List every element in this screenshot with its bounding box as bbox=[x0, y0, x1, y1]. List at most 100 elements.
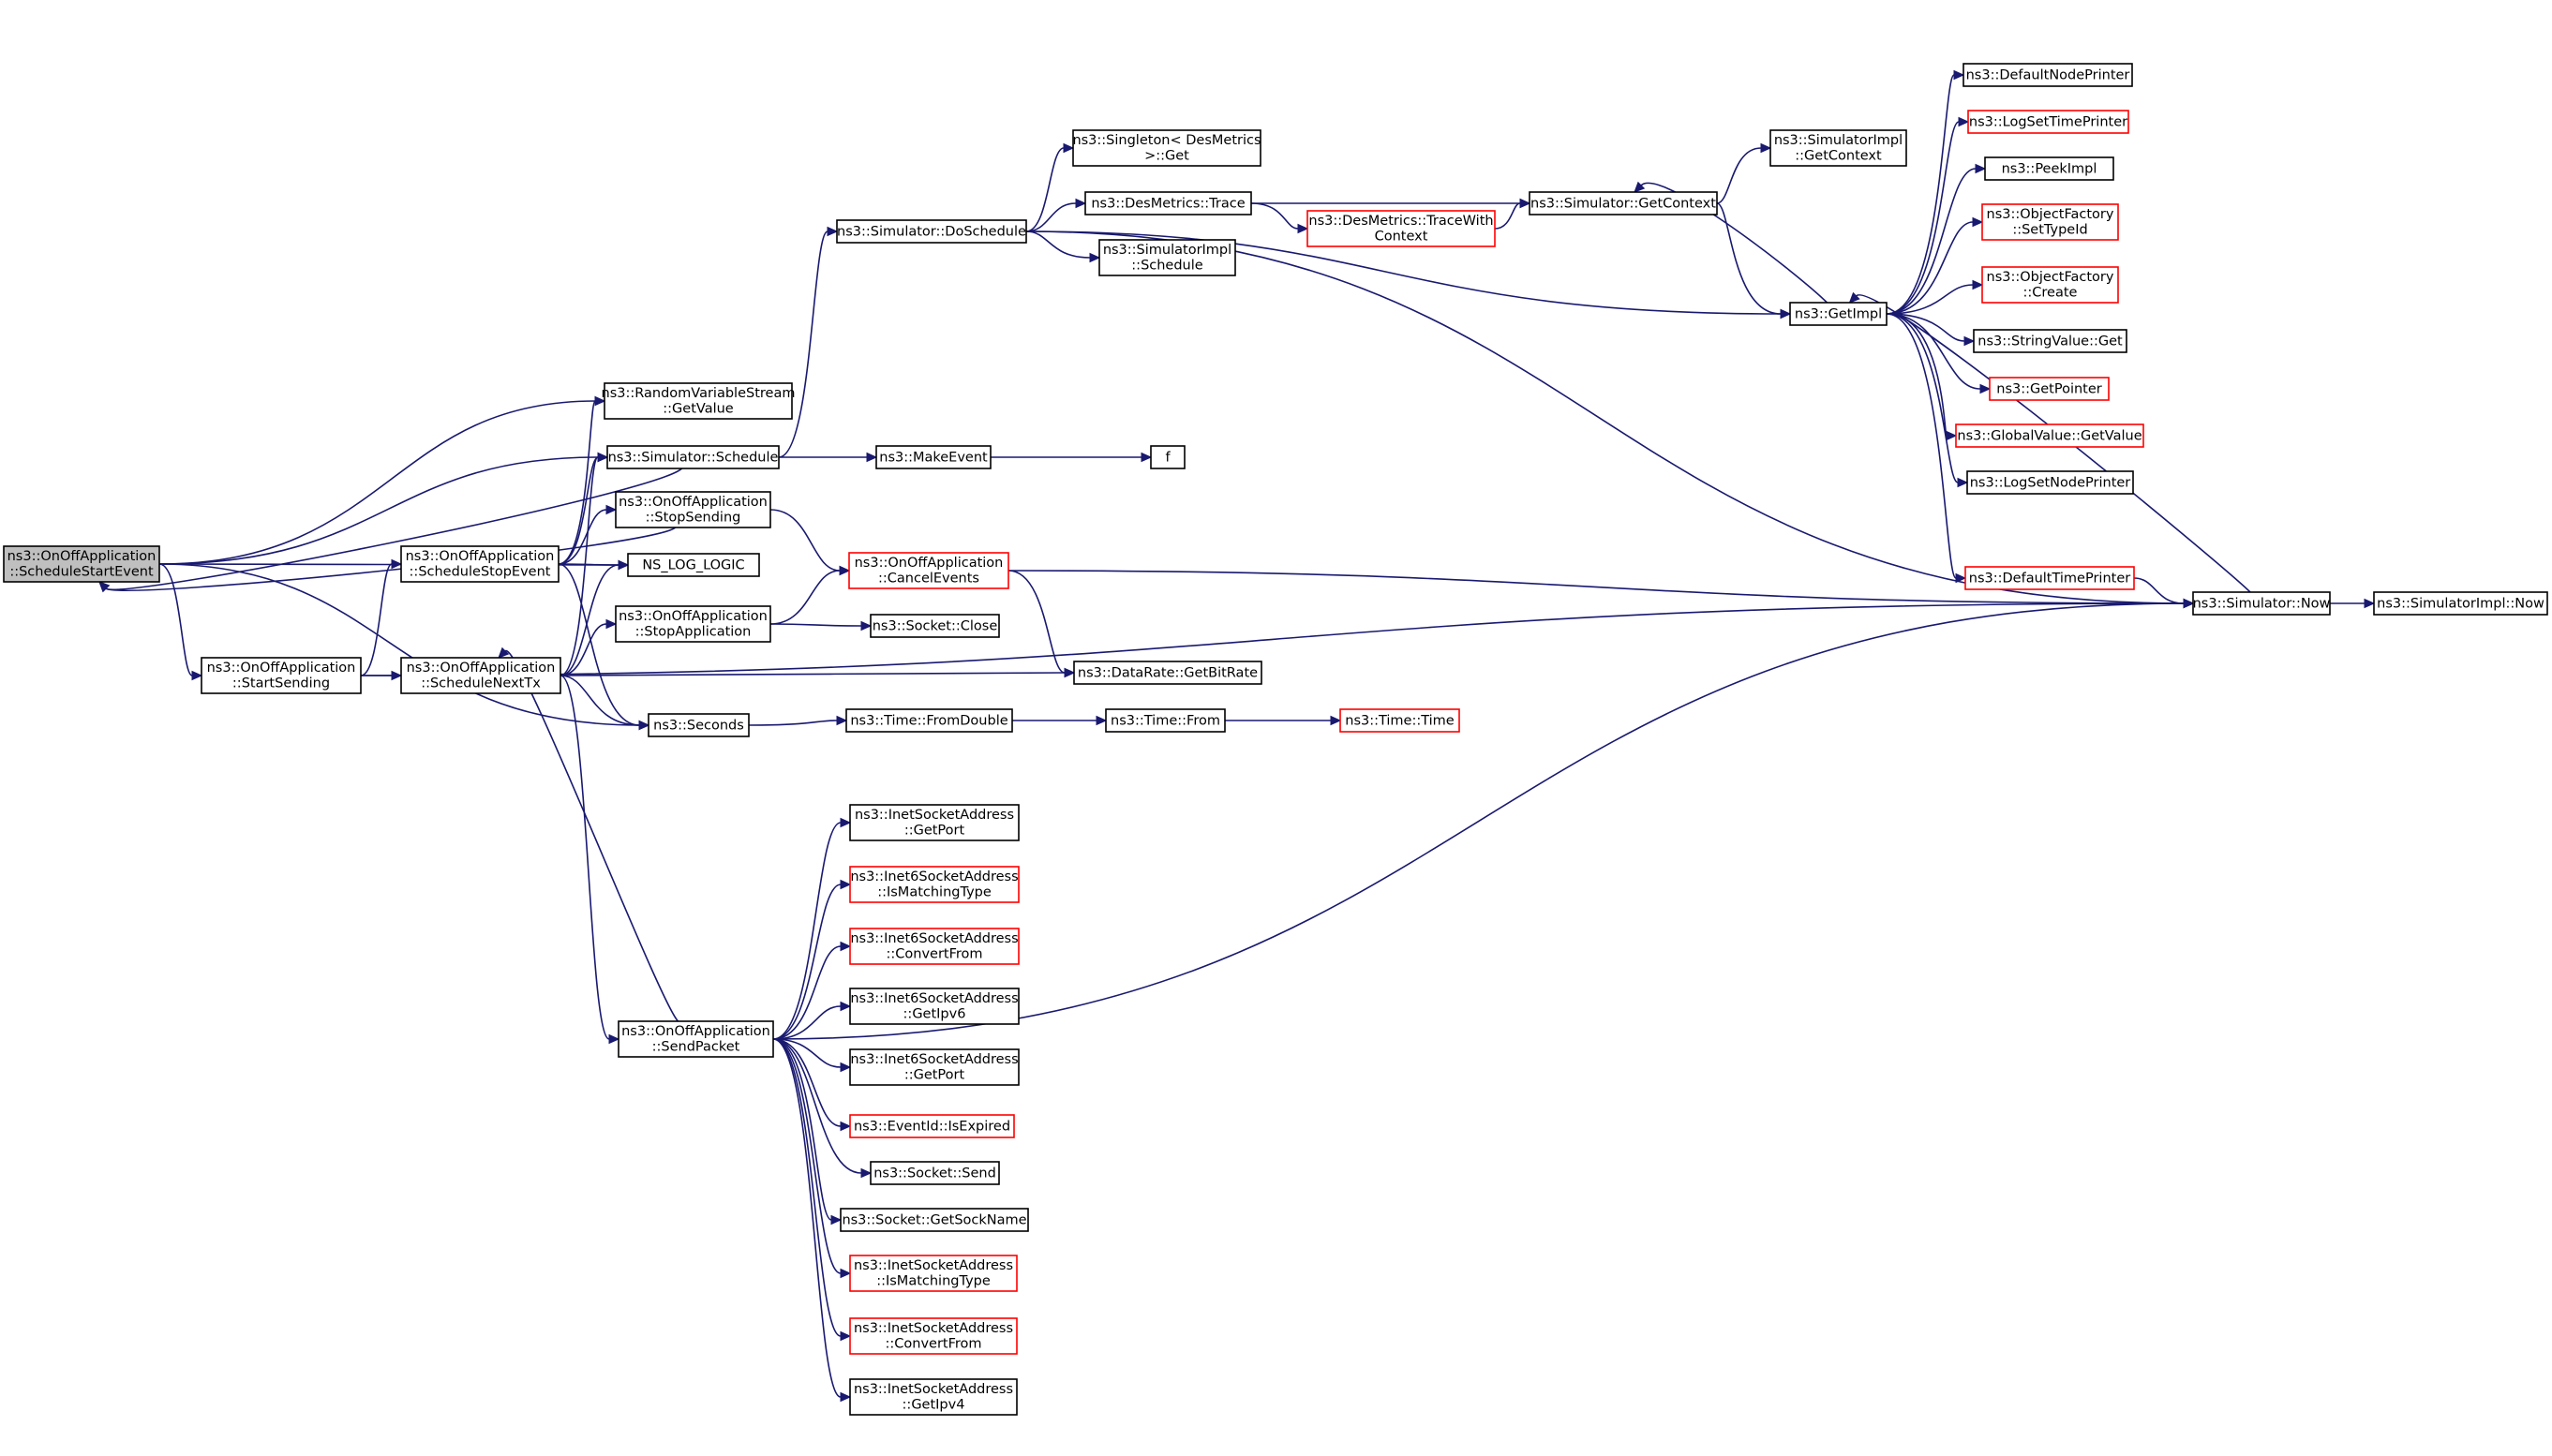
node-get-value-rvs[interactable]: ns3::RandomVariableStream::GetValue bbox=[602, 382, 796, 420]
node-time-from[interactable]: ns3::Time::From bbox=[1105, 708, 1226, 733]
node-cancel-events[interactable]: ns3::OnOffApplication::CancelEvents bbox=[848, 552, 1009, 589]
edge-send-packet-to-inet-get-port bbox=[772, 817, 852, 1040]
node-inet-get-ipv4[interactable]: ns3::InetSocketAddress::GetIpv4 bbox=[849, 1378, 1018, 1416]
node-socket-close[interactable]: ns3::Socket::Close bbox=[870, 614, 1000, 638]
node-label: ns3::LogSetTimePrinter bbox=[1969, 114, 2127, 129]
edge-des-trace-to-trace-with-context bbox=[1250, 202, 1309, 234]
node-make-event[interactable]: ns3::MakeEvent bbox=[875, 445, 992, 469]
node-from-double[interactable]: ns3::Time::FromDouble bbox=[845, 708, 1013, 733]
node-inet-is-matching-type[interactable]: ns3::InetSocketAddress::IsMatchingType bbox=[849, 1255, 1018, 1292]
node-label: ns3::Singleton< DesMetrics bbox=[1072, 133, 1261, 148]
node-start-sending[interactable]: ns3::OnOffApplication::StartSending bbox=[201, 657, 362, 694]
node-get-impl[interactable]: ns3::GetImpl bbox=[1789, 302, 1888, 326]
node-inet6-get-ipv6[interactable]: ns3::Inet6SocketAddress::GetIpv6 bbox=[849, 988, 1020, 1025]
node-f[interactable]: f bbox=[1150, 445, 1186, 469]
node-label: f bbox=[1165, 450, 1171, 465]
node-label: ::StopApplication bbox=[635, 625, 752, 640]
edge-schedule-next-tx-to-send-packet bbox=[560, 675, 620, 1045]
node-label: ns3::GlobalValue::GetValue bbox=[1957, 428, 2142, 443]
edge-schedule-next-tx-to-stop-application bbox=[560, 618, 618, 676]
edge-sim-schedule-to-do-schedule bbox=[778, 226, 839, 458]
node-seconds[interactable]: ns3::Seconds bbox=[648, 713, 750, 737]
node-sim-impl-now[interactable]: ns3::SimulatorImpl::Now bbox=[2373, 591, 2548, 616]
node-sim-impl-get-context[interactable]: ns3::SimulatorImpl::GetContext bbox=[1769, 129, 1907, 167]
node-stop-sending[interactable]: ns3::OnOffApplication::StopSending bbox=[615, 491, 771, 528]
node-schedule-next-tx[interactable]: ns3::OnOffApplication::ScheduleNextTx bbox=[400, 657, 561, 694]
node-do-schedule[interactable]: ns3::Simulator::DoSchedule bbox=[836, 219, 1027, 244]
node-peek-impl[interactable]: ns3::PeekImpl bbox=[1984, 156, 2114, 181]
node-inet-get-port[interactable]: ns3::InetSocketAddress::GetPort bbox=[849, 804, 1020, 841]
edge-seconds-to-from-double bbox=[748, 715, 848, 726]
node-label: ns3::InetSocketAddress bbox=[855, 808, 1014, 823]
node-get-bit-rate[interactable]: ns3::DataRate::GetBitRate bbox=[1073, 661, 1262, 685]
node-label: ns3::Socket::Send bbox=[873, 1166, 996, 1181]
node-label: ns3::PeekImpl bbox=[2002, 161, 2097, 176]
edge-stop-application-to-socket-close bbox=[769, 620, 873, 631]
edge-make-event-to-f bbox=[991, 452, 1153, 463]
node-label: ns3::Inet6SocketAddress bbox=[850, 991, 1018, 1006]
node-stop-application[interactable]: ns3::OnOffApplication::StopApplication bbox=[615, 605, 771, 643]
edge-get-impl-to-of-create bbox=[1886, 279, 1984, 315]
node-label: ns3::ObjectFactory bbox=[1987, 207, 2114, 222]
node-inet-convert-from[interactable]: ns3::InetSocketAddress::ConvertFrom bbox=[849, 1317, 1018, 1355]
node-of-create[interactable]: ns3::ObjectFactory::Create bbox=[1981, 266, 2119, 304]
node-label: ns3::DefaultNodePrinter bbox=[1966, 67, 2130, 82]
edge-sim-now-to-sim-impl-now bbox=[2330, 598, 2376, 609]
edge-des-trace-to-sim-get-context bbox=[1251, 198, 1531, 209]
node-label: ns3::OnOffApplication bbox=[406, 549, 555, 564]
node-sim-impl-schedule[interactable]: ns3::SimulatorImpl::Schedule bbox=[1098, 239, 1236, 276]
edge-send-packet-to-event-id-is-expired bbox=[772, 1038, 852, 1132]
node-log-set-time-printer[interactable]: ns3::LogSetTimePrinter bbox=[1967, 110, 2129, 134]
node-label: ns3::InetSocketAddress bbox=[854, 1382, 1013, 1397]
edge-send-packet-to-socket-send bbox=[772, 1038, 873, 1179]
node-inet6-convert-from[interactable]: ns3::Inet6SocketAddress::ConvertFrom bbox=[849, 928, 1020, 965]
node-label: ns3::Simulator::GetContext bbox=[1530, 196, 1716, 211]
edge-stop-sending-to-cancel-events bbox=[769, 509, 851, 576]
node-send-packet[interactable]: ns3::OnOffApplication::SendPacket bbox=[618, 1020, 774, 1058]
node-label: ::SendPacket bbox=[652, 1040, 740, 1055]
node-schedule-stop-event[interactable]: ns3::OnOffApplication::ScheduleStopEvent bbox=[400, 545, 560, 583]
edge-from-double-to-time-from bbox=[1011, 715, 1108, 726]
node-sim-schedule[interactable]: ns3::Simulator::Schedule bbox=[606, 445, 780, 469]
node-get-pointer[interactable]: ns3::GetPointer bbox=[1989, 377, 2110, 401]
edge-stop-application-to-cancel-events bbox=[769, 565, 851, 625]
node-label: ::StartSending bbox=[232, 676, 330, 691]
nodes-layer: ns3::OnOffApplication::ScheduleStartEven… bbox=[3, 63, 2548, 1416]
node-root[interactable]: ns3::OnOffApplication::ScheduleStartEven… bbox=[3, 545, 160, 583]
node-event-id-is-expired[interactable]: ns3::EventId::IsExpired bbox=[849, 1114, 1015, 1138]
node-string-value-get[interactable]: ns3::StringValue::Get bbox=[1973, 329, 2127, 353]
node-inet6-get-port[interactable]: ns3::Inet6SocketAddress::GetPort bbox=[849, 1048, 1020, 1086]
node-default-node-printer[interactable]: ns3::DefaultNodePrinter bbox=[1963, 63, 2133, 87]
node-ns-log-logic[interactable]: NS_LOG_LOGIC bbox=[627, 553, 760, 577]
node-log-set-node-printer[interactable]: ns3::LogSetNodePrinter bbox=[1966, 470, 2134, 495]
node-singleton-get[interactable]: ns3::Singleton< DesMetrics>::Get bbox=[1072, 129, 1261, 167]
node-label: ::IsMatchingType bbox=[877, 885, 992, 900]
edge-schedule-next-tx-to-seconds bbox=[560, 675, 650, 731]
node-sim-now[interactable]: ns3::Simulator::Now bbox=[2192, 591, 2331, 616]
node-inet6-is-matching-type[interactable]: ns3::Inet6SocketAddress::IsMatchingType bbox=[849, 866, 1020, 903]
node-label: ::GetPort bbox=[904, 1068, 965, 1083]
node-label: ns3::DesMetrics::Trace bbox=[1091, 196, 1245, 211]
node-time-time[interactable]: ns3::Time::Time bbox=[1339, 708, 1460, 733]
edge-do-schedule-to-singleton-get bbox=[1025, 142, 1075, 232]
node-label: ns3::OnOffApplication bbox=[619, 609, 768, 624]
node-label: ns3::MakeEvent bbox=[879, 450, 988, 465]
node-label: ns3::Socket::Close bbox=[873, 618, 998, 633]
node-sim-get-context[interactable]: ns3::Simulator::GetContext bbox=[1529, 191, 1718, 215]
node-default-time-printer[interactable]: ns3::DefaultTimePrinter bbox=[1964, 566, 2135, 590]
edge-get-impl-to-log-set-time-printer bbox=[1886, 116, 1970, 315]
node-socket-send[interactable]: ns3::Socket::Send bbox=[870, 1161, 1000, 1185]
node-socket-get-sock-name[interactable]: ns3::Socket::GetSockName bbox=[840, 1208, 1029, 1232]
node-label: ns3::Inet6SocketAddress bbox=[850, 931, 1018, 946]
node-label: ns3::Time::FromDouble bbox=[850, 713, 1007, 728]
node-des-trace[interactable]: ns3::DesMetrics::Trace bbox=[1084, 191, 1252, 215]
edge-send-packet-to-inet6-is-matching-type bbox=[772, 879, 852, 1040]
node-label: ::Schedule bbox=[1131, 259, 1202, 274]
node-label: ::ScheduleStopEvent bbox=[410, 565, 551, 580]
node-label: ns3::OnOffApplication bbox=[407, 661, 556, 676]
node-label: ns3::Simulator::DoSchedule bbox=[837, 224, 1026, 239]
node-global-value-get-value[interactable]: ns3::GlobalValue::GetValue bbox=[1955, 423, 2144, 448]
node-label: ns3::LogSetNodePrinter bbox=[1970, 475, 2131, 490]
node-of-set-type-id[interactable]: ns3::ObjectFactory::SetTypeId bbox=[1981, 203, 2119, 241]
